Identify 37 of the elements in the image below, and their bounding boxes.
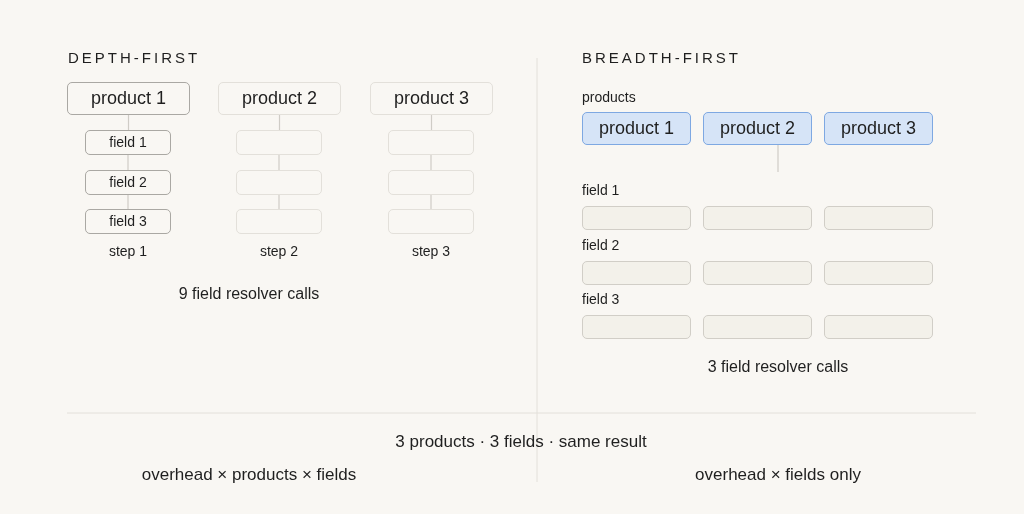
text-label: field 2	[582, 237, 620, 255]
text-label: 3 products · 3 fields · same result	[395, 431, 647, 453]
text-label: overhead × fields only	[695, 464, 861, 486]
text-label: step 1	[108, 243, 148, 261]
product-box: product 2	[703, 112, 812, 145]
text-label: 9 field resolver calls	[178, 284, 320, 304]
empty-box	[703, 315, 812, 339]
product-box: product 3	[824, 112, 933, 145]
field-box: field 1	[85, 130, 171, 155]
empty-box	[236, 170, 322, 195]
empty-box	[582, 315, 691, 339]
empty-box	[236, 209, 322, 234]
product-box: product 3	[370, 82, 493, 115]
empty-box	[582, 261, 691, 285]
field-box: field 3	[85, 209, 171, 234]
product-box: product 2	[218, 82, 341, 115]
text-label: 3 field resolver calls	[707, 357, 849, 377]
section-heading: BREADTH-FIRST	[582, 49, 741, 68]
text-label: field 3	[582, 291, 620, 309]
empty-box	[236, 130, 322, 155]
empty-box	[824, 315, 933, 339]
empty-box	[703, 261, 812, 285]
empty-box	[582, 206, 691, 230]
text-label: step 2	[259, 243, 299, 261]
text-label: step 3	[411, 243, 451, 261]
empty-box	[388, 170, 474, 195]
product-box: product 1	[67, 82, 190, 115]
empty-box	[703, 206, 812, 230]
section-heading: DEPTH-FIRST	[68, 49, 201, 68]
text-label: field 1	[582, 182, 620, 200]
empty-box	[388, 130, 474, 155]
text-label: overhead × products × fields	[141, 464, 357, 486]
empty-box	[824, 206, 933, 230]
field-box: field 2	[85, 170, 171, 195]
empty-box	[824, 261, 933, 285]
empty-box	[388, 209, 474, 234]
product-box: product 1	[582, 112, 691, 145]
